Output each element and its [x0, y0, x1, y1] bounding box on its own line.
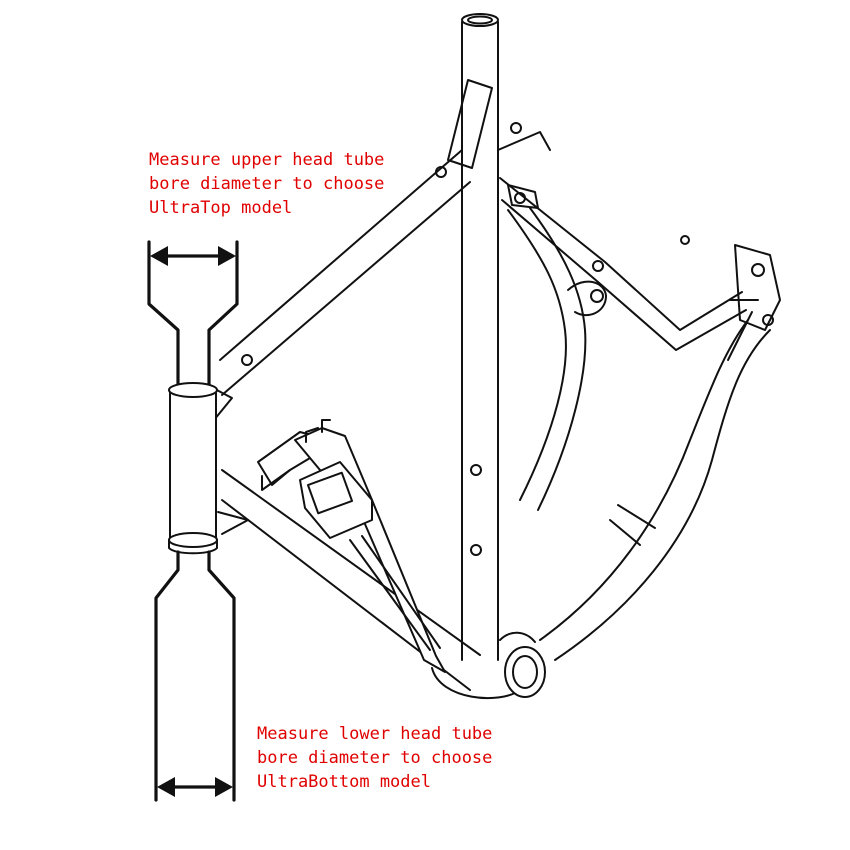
- lower-annotation-line-3: UltraBottom model: [257, 772, 431, 792]
- upper-annotation-line-2: bore diameter to choose: [149, 174, 385, 194]
- lower-bore-arrow: [157, 777, 233, 797]
- main-triangle: [219, 13, 551, 700]
- lower-annotation-line-2: bore diameter to choose: [257, 748, 493, 768]
- lower-bore-annotation: Measure lower head tube bore diameter to…: [257, 722, 492, 794]
- head-tube-lugs: [212, 387, 249, 535]
- lower-annotation-line-1: Measure lower head tube: [257, 724, 493, 744]
- upper-bore-annotation: Measure upper head tube bore diameter to…: [149, 148, 384, 220]
- head-tube-section: [147, 240, 239, 802]
- upper-annotation-line-1: Measure upper head tube: [149, 150, 385, 170]
- caliper-tool: [257, 419, 446, 673]
- rear-triangle: [499, 122, 781, 661]
- upper-bore-arrow: [150, 246, 236, 266]
- upper-annotation-line-3: UltraTop model: [149, 198, 293, 218]
